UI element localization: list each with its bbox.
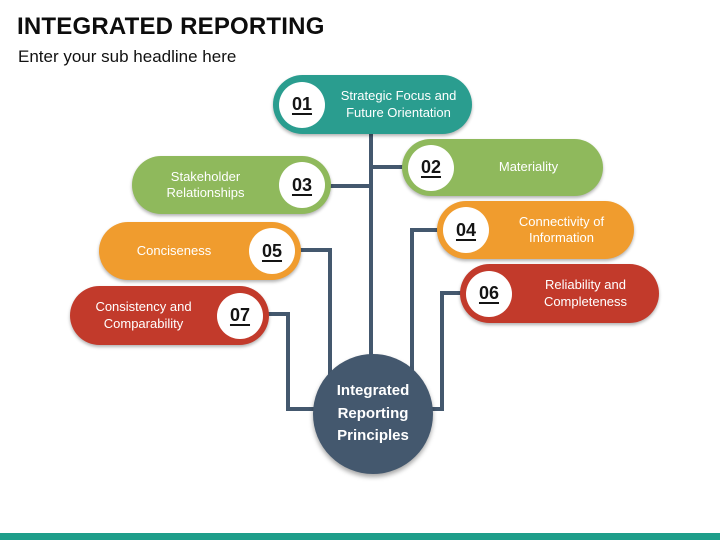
page-title: INTEGRATED REPORTING	[17, 13, 325, 40]
connector-segment	[440, 291, 444, 411]
principle-pill-03: 03 Stakeholder Relationships	[132, 156, 331, 214]
connector-segment	[369, 130, 373, 370]
number-badge: 03	[279, 162, 325, 208]
principle-number: 05	[261, 240, 283, 261]
principle-label: Strategic Focus and Future Orientation	[340, 88, 457, 120]
principle-label: Connectivity of Information	[518, 213, 605, 245]
number-badge: 02	[408, 144, 454, 191]
connector-segment	[316, 184, 373, 188]
principle-label: Consistency and Comparability	[95, 299, 192, 331]
number-badge: 05	[249, 228, 295, 274]
connector-segment	[410, 228, 414, 388]
principle-number: 04	[455, 219, 477, 240]
principle-number: 06	[478, 283, 500, 303]
number-badge: 01	[279, 81, 325, 128]
principle-number: 02	[420, 157, 442, 177]
connector-segment	[422, 407, 444, 411]
connector-segment	[440, 291, 466, 295]
principle-pill-05: 05 Conciseness	[99, 222, 301, 280]
center-node-label: Integrated Reporting Principles	[336, 382, 410, 445]
page-subtitle: Enter your sub headline here	[18, 47, 237, 66]
connector-segment	[286, 248, 332, 252]
principle-label: Materiality	[498, 159, 559, 175]
connector-segment	[371, 165, 407, 169]
principle-label: Reliability and Completeness	[543, 277, 628, 309]
principle-pill-07: 07 Consistency and Comparability	[70, 286, 269, 345]
principle-pill-01: 01 Strategic Focus and Future Orientatio…	[273, 75, 472, 134]
connector-segment	[410, 228, 442, 232]
number-badge: 04	[443, 207, 489, 253]
principle-number: 07	[229, 305, 251, 325]
footer-accent-bar	[0, 533, 720, 540]
principle-pill-06: 06 Reliability and Completeness	[460, 264, 659, 323]
principle-number: 03	[291, 174, 313, 195]
center-node: Integrated Reporting Principles	[313, 354, 433, 474]
principle-pill-04: 04 Connectivity of Information	[437, 201, 634, 259]
connector-segment	[286, 407, 320, 411]
connector-segment	[286, 312, 290, 411]
number-badge: 07	[217, 292, 263, 339]
principle-label: Conciseness	[136, 242, 212, 258]
connector-segment	[254, 312, 290, 316]
connector-segment	[328, 248, 332, 388]
number-badge: 06	[466, 270, 512, 317]
principle-pill-02: 02 Materiality	[402, 139, 603, 196]
principle-label: Stakeholder Relationships	[166, 168, 245, 200]
principle-number: 01	[291, 94, 313, 114]
